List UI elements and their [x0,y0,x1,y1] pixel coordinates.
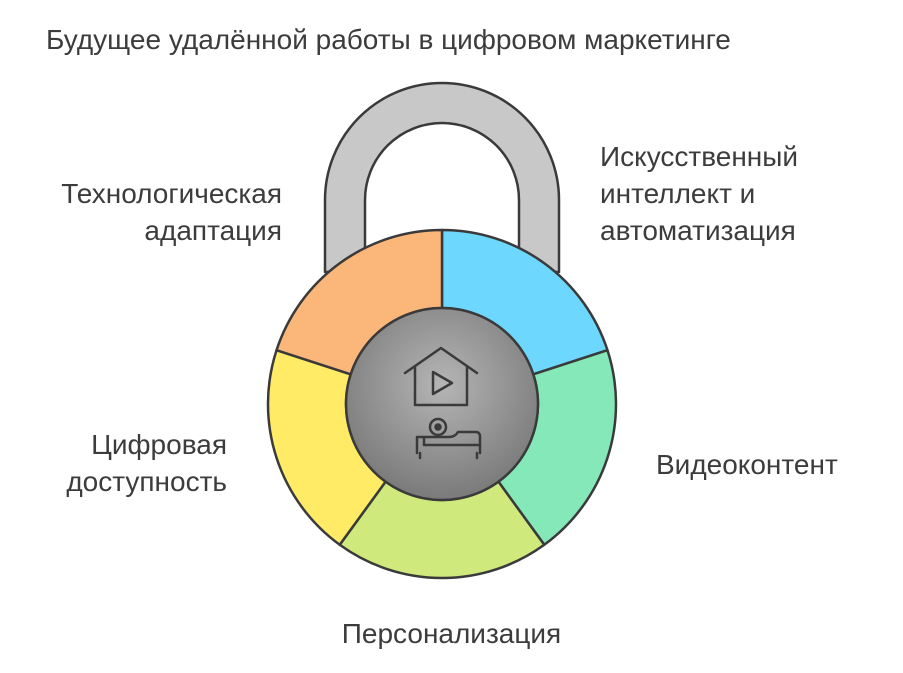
label-line: Персонализация [341,618,562,649]
label-digital-accessibility: Цифровая доступность [66,426,227,500]
padlock-shackle [323,81,561,274]
label-line: Искусственный [600,141,799,172]
label-tech-adaptation: Технологическая адаптация [61,175,282,249]
label-line: адаптация [144,215,282,246]
home-video-icon [403,346,482,460]
label-line: доступность [66,466,227,497]
label-line: Цифровая [91,429,227,460]
label-video-content: Видеоконтент [656,446,838,483]
label-line: автоматизация [600,215,796,246]
label-line: Видеоконтент [656,449,838,480]
diagram-title: Будущее удалённой работы в цифровом марк… [46,24,731,55]
label-line: Технологическая [61,178,282,209]
label-line: интеллект и [600,178,756,209]
label-ai-automation: Искусственный интеллект и автоматизация [600,138,798,249]
label-personalization: Персонализация [0,615,903,652]
